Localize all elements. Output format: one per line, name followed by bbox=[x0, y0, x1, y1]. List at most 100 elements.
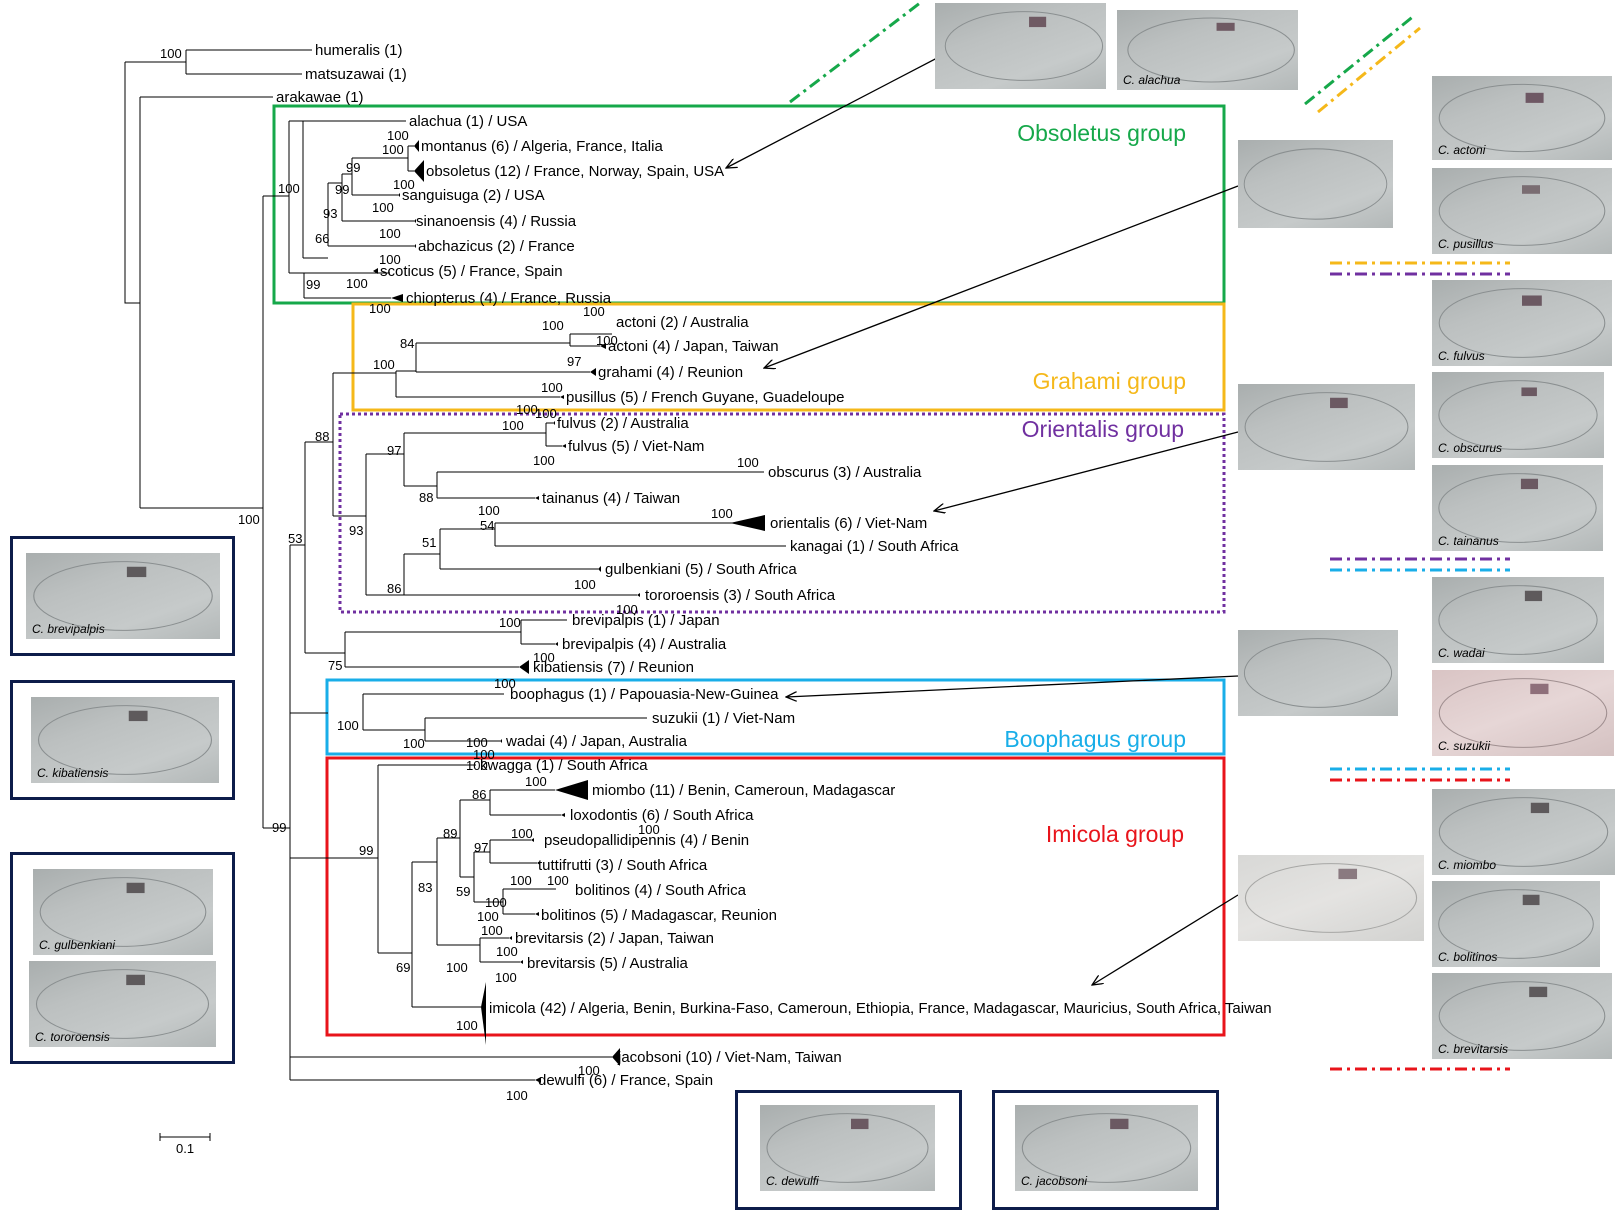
tip-label: fulvus (2) / Australia bbox=[557, 415, 689, 432]
bootstrap-value: 100 bbox=[373, 357, 395, 372]
wing-image-miombo: C. miombo bbox=[1432, 789, 1615, 875]
bootstrap-value: 100 bbox=[583, 304, 605, 319]
dashdot-lines bbox=[789, 1, 1510, 1071]
bootstrap-value: 100 bbox=[372, 200, 394, 215]
wing-image-boophagus bbox=[1238, 630, 1398, 716]
bootstrap-value: 100 bbox=[535, 406, 557, 421]
bootstrap-value: 100 bbox=[278, 181, 300, 196]
bootstrap-value: 100 bbox=[466, 758, 488, 773]
bootstrap-value: 100 bbox=[337, 718, 359, 733]
tip-label: suzukii (1) / Viet-Nam bbox=[652, 710, 795, 727]
obsoletus-group-label: Obsoletus group bbox=[1017, 120, 1186, 146]
tip-label: kanagai (1) / South Africa bbox=[790, 538, 959, 555]
bootstrap-value: 99 bbox=[335, 182, 349, 197]
wing-image-brevitarsis: C. brevitarsis bbox=[1432, 973, 1612, 1059]
tip-label: chiopterus (4) / France, Russia bbox=[406, 290, 612, 307]
tip-label: loxodontis (6) / South Africa bbox=[570, 807, 754, 824]
bootstrap-value: 100 bbox=[382, 142, 404, 157]
tip-label: kibatiensis (7) / Reunion bbox=[533, 659, 694, 676]
frame-gulbenkiani-tororoensis bbox=[10, 852, 235, 1064]
bootstrap-value: 83 bbox=[418, 880, 432, 895]
bootstrap-value: 88 bbox=[419, 490, 433, 505]
bootstrap-value: 100 bbox=[578, 1063, 600, 1078]
orientalis-group-box bbox=[338, 412, 1226, 614]
wing-image-gulbenkiani: C. gulbenkiani bbox=[33, 869, 213, 955]
bootstrap-value: 100 bbox=[478, 503, 500, 518]
wing-image-alachua: C. alachua bbox=[1117, 10, 1298, 90]
tip-label: gulbenkiani (5) / South Africa bbox=[605, 561, 797, 578]
tip-label: arakawae (1) bbox=[276, 89, 364, 106]
bootstrap-value: 100 bbox=[574, 577, 596, 592]
wing-image-bolitinos: C. bolitinos bbox=[1432, 881, 1600, 967]
bootstrap-value: 100 bbox=[511, 826, 533, 841]
bootstrap-value: 100 bbox=[473, 747, 495, 762]
bootstrap-value: 100 bbox=[737, 455, 759, 470]
tip-label: orientalis (6) / Viet-Nam bbox=[770, 515, 927, 532]
wing-image-suzukii: C. suzukii bbox=[1432, 670, 1614, 756]
frame-dewulfi bbox=[735, 1090, 962, 1210]
pointer-arrows bbox=[726, 43, 1239, 985]
bootstrap-value: 100 bbox=[510, 873, 532, 888]
wing-image-tainanus: C. tainanus bbox=[1432, 465, 1603, 551]
wing-image-dewulfi: C. dewulfi bbox=[760, 1105, 935, 1191]
tip-labels: humeralis (1) matsuzawai (1) arakawae (1… bbox=[276, 42, 1272, 1089]
bootstrap-value: 100 bbox=[494, 676, 516, 691]
tip-label: brevipalpis (1) / Japan bbox=[572, 612, 720, 629]
bootstrap-value: 99 bbox=[306, 277, 320, 292]
bootstrap-values: 100 100 100 100 100 99 99 93 66 99 100 1… bbox=[160, 46, 759, 1103]
bootstrap-value: 100 bbox=[238, 512, 260, 527]
wing-image-grahami bbox=[1238, 140, 1393, 228]
bootstrap-value: 75 bbox=[328, 658, 342, 673]
wing-image-pusillus: C. pusillus bbox=[1432, 168, 1612, 254]
bootstrap-value: 99 bbox=[359, 843, 373, 858]
grahami-group-label: Grahami group bbox=[1033, 368, 1186, 394]
bootstrap-value: 69 bbox=[396, 960, 410, 975]
bootstrap-value: 88 bbox=[315, 429, 329, 444]
grahami-group-box bbox=[351, 302, 1226, 412]
tip-label: pseudopallidipennis (4) / Benin bbox=[544, 832, 749, 849]
frame-brevipalpis bbox=[10, 536, 235, 656]
bootstrap-value: 100 bbox=[499, 615, 521, 630]
wing-image-fulvus: C. fulvus bbox=[1432, 280, 1612, 366]
imicola-group-box bbox=[325, 756, 1226, 1037]
bootstrap-value: 93 bbox=[323, 206, 337, 221]
boophagus-group-box bbox=[325, 678, 1226, 756]
bootstrap-value: 100 bbox=[541, 380, 563, 395]
tree-branches bbox=[124, 49, 786, 1081]
bootstrap-value: 100 bbox=[379, 252, 401, 267]
tip-label: boophagus (1) / Papouasia-New-Guinea bbox=[510, 686, 779, 703]
wing-image-jacobsoni: C. jacobsoni bbox=[1015, 1105, 1198, 1191]
tip-label: brevitarsis (2) / Japan, Taiwan bbox=[515, 930, 714, 947]
bootstrap-value: 100 bbox=[346, 276, 368, 291]
bootstrap-value: 100 bbox=[477, 909, 499, 924]
tip-label: tuttifrutti (3) / South Africa bbox=[538, 857, 708, 874]
bootstrap-value: 100 bbox=[387, 128, 409, 143]
tip-label: fulvus (5) / Viet-Nam bbox=[568, 438, 704, 455]
tip-label: tainanus (4) / Taiwan bbox=[542, 490, 680, 507]
tip-label: montanus (6) / Algeria, France, Italia bbox=[421, 138, 663, 155]
tip-label: sanguisuga (2) / USA bbox=[402, 187, 545, 204]
bootstrap-value: 51 bbox=[422, 535, 436, 550]
bootstrap-value: 97 bbox=[474, 840, 488, 855]
tip-label: tororoensis (3) / South Africa bbox=[645, 587, 836, 604]
wing-image-wadai: C. wadai bbox=[1432, 577, 1604, 663]
bootstrap-value: 100 bbox=[525, 774, 547, 789]
tip-label: pusillus (5) / French Guyane, Guadeloupe bbox=[566, 389, 845, 406]
tip-label: kwagga (1) / South Africa bbox=[480, 757, 648, 774]
bootstrap-value: 100 bbox=[616, 602, 638, 617]
tip-label: actoni (4) / Japan, Taiwan bbox=[608, 338, 779, 355]
tip-label: matsuzawai (1) bbox=[305, 66, 407, 83]
bootstrap-value: 89 bbox=[443, 826, 457, 841]
bootstrap-value: 100 bbox=[446, 960, 468, 975]
wing-image-kibatiensis: C. kibatiensis bbox=[31, 697, 219, 783]
bootstrap-value: 53 bbox=[288, 531, 302, 546]
wing-image-tororoensis: C. tororoensis bbox=[29, 961, 216, 1047]
bootstrap-value: 100 bbox=[533, 650, 555, 665]
bootstrap-value: 100 bbox=[369, 301, 391, 316]
tip-label: brevitarsis (5) / Australia bbox=[527, 955, 689, 972]
bootstrap-value: 100 bbox=[496, 944, 518, 959]
tip-label: obscurus (3) / Australia bbox=[768, 464, 922, 481]
boophagus-group-label: Boophagus group bbox=[1004, 726, 1186, 752]
wing-image-imicola bbox=[1238, 855, 1424, 941]
scale-bar bbox=[159, 1133, 211, 1141]
